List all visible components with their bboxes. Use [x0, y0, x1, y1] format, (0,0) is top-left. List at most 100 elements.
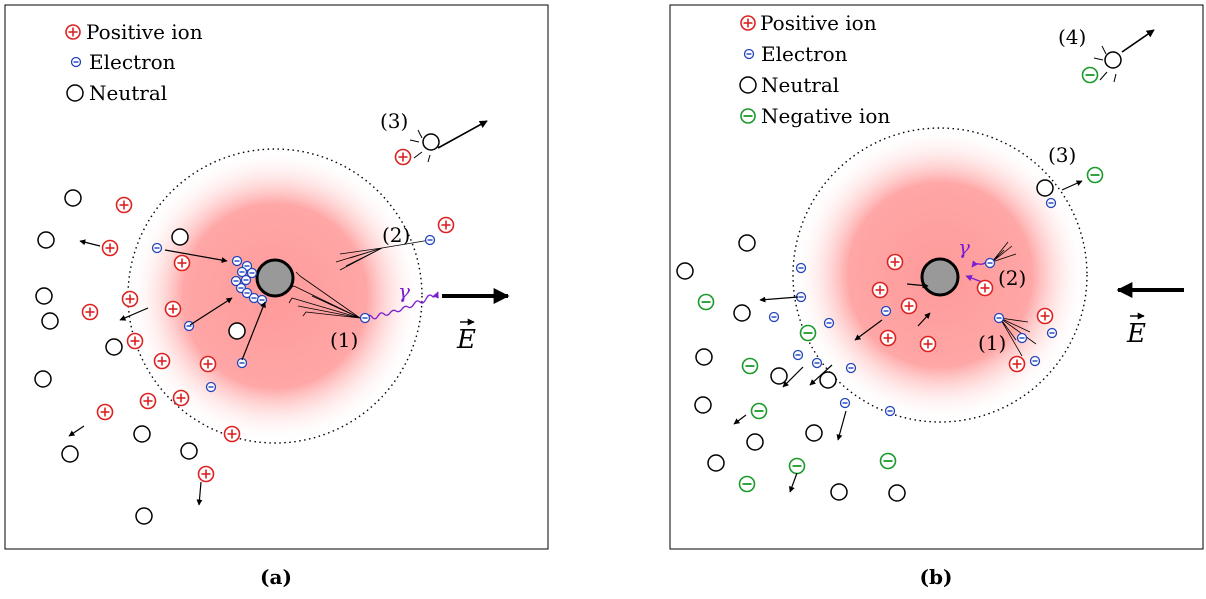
neutral-icon [422, 133, 440, 151]
panel-a-frame [4, 4, 549, 550]
neutral-legend-icon [739, 76, 757, 94]
electron-icon [246, 267, 258, 279]
neutral-icon [34, 370, 52, 388]
positive-ion-icon [173, 254, 191, 272]
motion-arrow [1121, 29, 1155, 53]
legend-label-neutral: Neutral [761, 73, 839, 97]
caption-b: (b) [920, 565, 953, 589]
electron-icon [795, 262, 807, 274]
positive-ion-icon [172, 389, 190, 407]
positive-ion-icon [1036, 307, 1054, 325]
neutral-icon [746, 433, 764, 451]
electron-icon [424, 234, 436, 246]
neutral-icon [64, 189, 82, 207]
particles-a [34, 120, 488, 525]
caption-a: (a) [260, 565, 292, 589]
neutral-icon [1036, 179, 1054, 197]
legend-label-electron: Electron [89, 50, 176, 74]
neutral-icon [830, 483, 848, 501]
neutral-icon [35, 287, 53, 305]
neutral-icon [738, 234, 756, 252]
positive-ion-icon [199, 355, 217, 373]
motion-arrow [437, 120, 488, 149]
motion-arrow [782, 366, 804, 388]
positive-ion-icon [879, 329, 897, 347]
positive-ion-icon [886, 253, 904, 271]
neutral-legend-icon [66, 84, 84, 102]
electron-icon [884, 405, 896, 417]
positive-ion-icon [126, 332, 144, 350]
motion-arrow [79, 239, 101, 247]
positive-ion-icon [871, 281, 889, 299]
neutral-icon [707, 454, 725, 472]
neutral-icon [171, 228, 189, 246]
motion-arrow [196, 481, 203, 506]
electron-icon [1029, 355, 1041, 367]
motion-arrow [917, 312, 931, 327]
legend-label-electron: Electron [761, 42, 848, 66]
electron-icon [880, 305, 892, 317]
dust-particle [920, 257, 960, 297]
avalanche-cone-1 [999, 317, 1037, 357]
positive-ion-icon [437, 216, 455, 234]
negative-ion-icon [879, 452, 897, 470]
positive-ion-legend-icon [65, 24, 81, 40]
avalanche-cone-2 [991, 241, 1017, 263]
neutral-icon [41, 312, 59, 330]
neutral-icon [228, 322, 246, 340]
electron-icon [792, 349, 804, 361]
photon-path [365, 291, 439, 320]
positive-ion-icon [81, 303, 99, 321]
negative-ion-icon [741, 357, 759, 375]
legend-label-positive-ion: Positive ion [86, 20, 203, 44]
panel-a: Positive ion Electron Neutral γ (1) (2) [4, 4, 549, 550]
avalanche-cone-1 [288, 271, 361, 319]
positive-ion-legend-icon [740, 15, 756, 31]
motion-arrow [119, 307, 149, 321]
neutral-icon [676, 262, 694, 280]
negative-ion-icon [750, 402, 768, 420]
sheath-boundary [792, 127, 1088, 423]
photon-label: γ [398, 279, 410, 303]
positive-ion-icon [900, 297, 918, 315]
electron-legend-icon [70, 56, 82, 68]
electron-icon [811, 357, 823, 369]
step-1-label: (1) [330, 328, 358, 352]
photon-label: γ [958, 235, 970, 259]
positive-ion-icon [101, 239, 119, 257]
neutral-icon [888, 484, 906, 502]
positive-ion-icon [96, 403, 114, 421]
legend-label-positive-ion: Positive ion [760, 11, 877, 35]
positive-ion-icon [164, 300, 182, 318]
electron-icon [241, 287, 253, 299]
negative-ion-icon [1081, 66, 1099, 84]
positive-ion-icon [1008, 355, 1026, 373]
emission-ticks [409, 129, 431, 163]
motion-arrow [68, 425, 85, 437]
legend-label-neutral: Neutral [89, 81, 167, 105]
electron-icon [984, 257, 996, 269]
step-3-label: (3) [1048, 143, 1076, 167]
motion-arrow [189, 297, 233, 326]
electron-legend-icon [743, 48, 755, 60]
neutral-icon [180, 442, 198, 460]
neutral-icon [105, 338, 123, 356]
motion-arrow [906, 282, 929, 289]
negative-ion-icon [738, 475, 756, 493]
neutral-icon [695, 348, 713, 366]
legend: Positive ion Electron Neutral Negative i… [739, 11, 890, 128]
step-2-label: (2) [998, 266, 1026, 290]
neutral-icon [694, 396, 712, 414]
positive-ion-icon [976, 279, 994, 297]
avalanche-cone-2 [335, 239, 431, 271]
negative-ion-icon [788, 457, 806, 475]
positive-ion-icon [197, 465, 215, 483]
neutral-icon [61, 445, 79, 463]
positive-ion-icon [121, 290, 139, 308]
neutral-icon [819, 371, 837, 389]
motion-arrow [789, 472, 798, 493]
panel-b-frame [669, 4, 1204, 550]
positive-ion-icon [139, 392, 157, 410]
motion-arrow [1061, 180, 1083, 191]
